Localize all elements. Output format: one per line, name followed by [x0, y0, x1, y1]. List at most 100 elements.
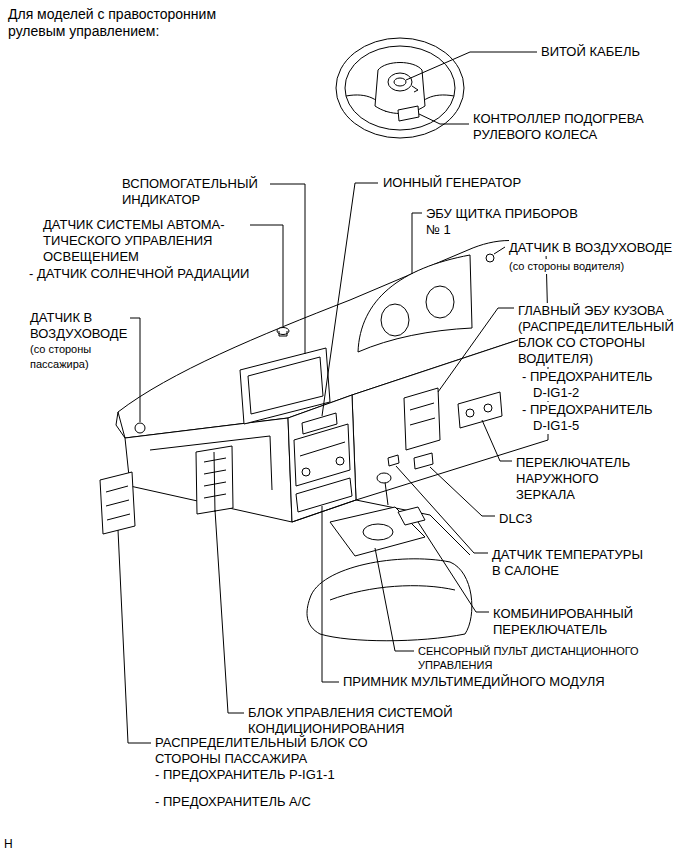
console — [385, 482, 388, 505]
leader-line — [215, 510, 244, 713]
leader-line — [375, 548, 414, 651]
climate-panel — [294, 424, 350, 486]
part-label: ГЛАВНЫЙ ЭБУ КУЗОВА (РАСПРЕДЕЛИТЕЛЬНЫЙ БЛ… — [518, 303, 676, 367]
light-sensor — [277, 328, 289, 337]
part-label: ДАТЧИК СИСТЕМЫ АВТОМА- ТИЧЕСКОГО УПРАВЛЕ… — [43, 217, 227, 265]
spiral-cable — [394, 78, 406, 86]
duct-sensor — [135, 423, 145, 433]
mirror-switch — [484, 404, 492, 412]
part-label: ПЕРЕКЛЮЧАТЕЛЬ НАРУЖНОГО ЗЕРКАЛА — [516, 455, 633, 503]
leader-line — [270, 184, 305, 354]
room-temp-sensor — [388, 455, 399, 466]
heater-controller — [398, 106, 419, 121]
mirror-switch — [458, 392, 502, 428]
dlc3-connector — [414, 453, 433, 469]
spiral-cable — [412, 86, 418, 92]
body-ecu — [410, 403, 435, 425]
leader-line — [250, 225, 283, 326]
part-label: ВСПОМОГАТЕЛЬНЫЙ ИНДИКАТОР — [122, 176, 260, 208]
remote-touch-pad — [363, 524, 393, 540]
ac-control-unit — [196, 446, 233, 514]
climate-panel — [300, 442, 345, 456]
body-ecu — [404, 388, 440, 450]
combination-switch — [398, 507, 425, 525]
part-label: (со стороны пассажира) — [30, 342, 94, 372]
leader-line — [412, 213, 422, 274]
steering-wheel — [336, 38, 464, 138]
mirror-switch — [466, 409, 474, 417]
part-label: БЛОК УПРАВЛЕНИЯ СИСТЕМОЙ КОНДИЦИОНИРОВАН… — [248, 705, 455, 737]
part-label: КОМБИНИРОВАННЫЙ ПЕРЕКЛЮЧАТЕЛЬ — [493, 606, 636, 638]
leader-line — [482, 420, 512, 461]
part-label: ДАТЧИК В ВОЗДУХОВОДЕ — [30, 310, 130, 342]
console — [292, 500, 470, 555]
auxiliary-display — [240, 348, 330, 424]
part-label: - ПРЕДОХРАНИТЕЛЬ D-IG1-2 — [522, 369, 655, 401]
leader-line — [396, 466, 488, 553]
instrument-cluster — [426, 286, 454, 318]
heater-controller — [398, 106, 419, 121]
instrument-cluster — [381, 304, 409, 336]
part-label: - ДАТЧИК СОЛНЕЧНОЙ РАДИАЦИИ — [29, 266, 249, 282]
leader-line — [418, 522, 489, 612]
part-label: - ПРЕДОХРАНИТЕЛЬ D-IG1-5 — [522, 402, 655, 434]
part-label: КОНТРОЛЛЕР ПОДОГРЕВА РУЛЕВОГО КОЛЕСА — [473, 111, 646, 143]
part-label: ДАТЧИК В ВОЗДУХОВОДЕ — [509, 240, 672, 256]
leader-line — [115, 52, 537, 743]
part-label: ДАТЧИК ТЕМПЕРАТУРЫ В САЛОНЕ — [492, 547, 645, 579]
part-label: H — [4, 836, 13, 852]
part-label: ВИТОЙ КАБЕЛЬ — [541, 44, 640, 60]
dashboard — [125, 418, 292, 522]
instrument-cluster — [358, 255, 472, 352]
leader-line — [118, 530, 151, 743]
part-label: (со стороны водителя) — [509, 259, 624, 274]
combination-switch — [398, 507, 425, 525]
passenger-junction-block — [106, 486, 130, 520]
remote-touch-pad — [330, 507, 425, 556]
dlc3-connector — [414, 453, 433, 469]
ac-control-unit — [196, 446, 233, 514]
console — [292, 473, 470, 555]
room-temp-sensor — [388, 455, 399, 466]
leader-line — [438, 308, 514, 392]
part-label: - ПРЕДОХРАНИТЕЛЬ P-IG1-1 — [155, 767, 335, 783]
part-label: ЭБУ ЩИТКА ПРИБОРОВ № 1 — [426, 206, 580, 238]
multimedia-receiver — [296, 478, 352, 512]
seat — [307, 559, 472, 641]
spiral-cable — [388, 73, 412, 91]
diagram-title: Для моделей с правосторонним рулевым упр… — [8, 6, 219, 40]
mirror-switch — [458, 392, 502, 428]
seat — [330, 586, 455, 600]
ac-control-unit — [204, 452, 226, 512]
duct-sensor — [135, 423, 145, 433]
instrument-cluster — [358, 255, 472, 352]
dashboard — [116, 241, 548, 523]
multimedia-receiver — [296, 478, 352, 512]
leader-line — [406, 52, 537, 80]
auxiliary-display — [248, 357, 323, 414]
climate-panel — [336, 457, 344, 465]
light-sensor — [279, 331, 287, 336]
ion-generator — [302, 413, 337, 434]
ion-generator — [302, 413, 337, 434]
part-label: СЕНСОРНЫЙ ПУЛЬТ ДИСТАНЦИОННОГО УПРАВЛЕНИ… — [418, 644, 641, 672]
part-label: РАСПРЕДЕЛИТЕЛЬНЫЙ БЛОК СО СТОРОНЫ ПАССАЖ… — [155, 735, 370, 767]
part-label: - ПРЕДОХРАНИТЕЛЬ A/C — [155, 794, 311, 810]
body-ecu — [404, 388, 440, 450]
part-label: ПРИМНИК МУЛЬТИМЕДИЙНОГО МОДУЛЯ — [343, 674, 605, 690]
leader-line — [430, 467, 495, 516]
seat — [307, 559, 472, 641]
dashboard — [116, 412, 125, 438]
passenger-junction-block — [100, 472, 135, 534]
leader-line — [322, 183, 378, 416]
part-label: ИОННЫЙ ГЕНЕРАТОР — [383, 175, 521, 191]
passenger-junction-block — [100, 472, 135, 534]
auxiliary-display — [240, 348, 330, 424]
console — [377, 473, 391, 483]
part-label: DLC3 — [499, 511, 532, 527]
duct-sensor — [486, 254, 494, 262]
climate-panel — [294, 424, 350, 486]
steering-wheel — [336, 38, 464, 138]
remote-touch-pad — [330, 507, 425, 556]
